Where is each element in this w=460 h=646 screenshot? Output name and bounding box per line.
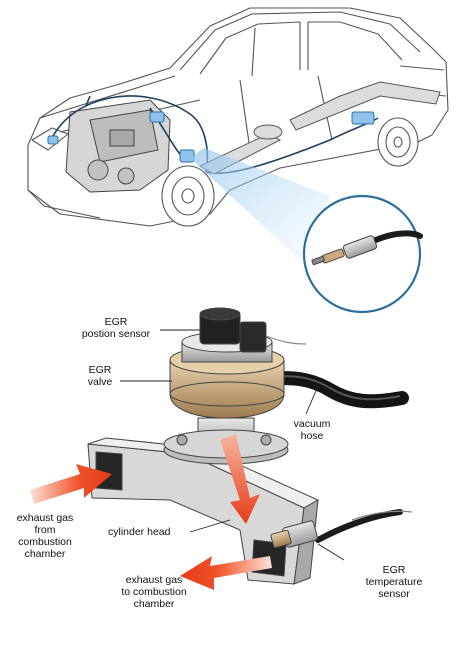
label-vacuum-hose: vacuum hose xyxy=(293,418,331,442)
label-exhaust-in: exhaust gas from combustion chamber xyxy=(16,512,74,560)
magnifier-beam xyxy=(190,148,330,260)
label-cylinder-head: cylinder head xyxy=(108,526,171,538)
sensor-highlights xyxy=(47,111,375,163)
arrow-down-icon xyxy=(220,434,260,524)
leader-lines xyxy=(120,329,345,561)
label-egr-temperature-sensor: EGR temperature sensor xyxy=(365,564,423,600)
vacuum-hose xyxy=(255,371,409,409)
label-exhaust-out: exhaust gas to combustion chamber xyxy=(121,574,187,610)
egr-valve-body xyxy=(163,307,307,465)
exhaust-flow-arrows xyxy=(30,434,272,590)
magnifier-inset xyxy=(302,194,423,314)
label-egr-position-sensor: EGR postion sensor xyxy=(81,316,151,340)
arrow-in-icon xyxy=(30,464,112,504)
engine xyxy=(65,99,171,193)
label-egr-valve: EGR valve xyxy=(87,364,113,388)
egr-temperature-sensor xyxy=(270,509,413,549)
arrow-out-icon xyxy=(180,556,272,590)
